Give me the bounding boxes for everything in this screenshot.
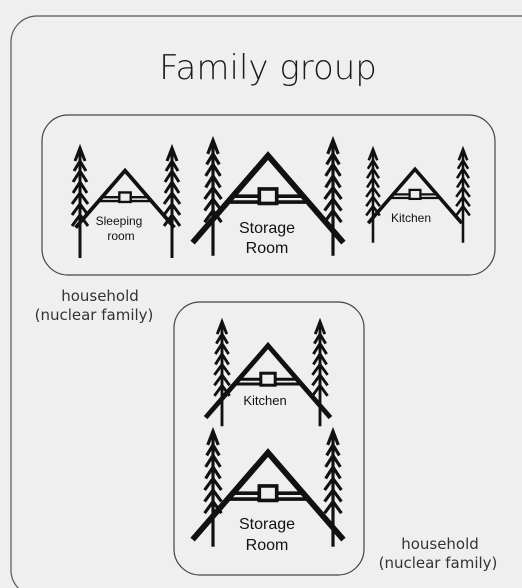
tree-icon bbox=[70, 146, 90, 260]
hut-label: room bbox=[107, 229, 134, 243]
tree-icon bbox=[203, 429, 223, 549]
dwelling-sleeping-room: Sleeping room bbox=[70, 146, 182, 260]
hut-label: Kitchen bbox=[243, 393, 286, 408]
household-1-frame bbox=[41, 114, 496, 276]
tree-icon bbox=[162, 146, 182, 260]
tree-icon bbox=[454, 147, 472, 245]
tree-icon bbox=[212, 320, 232, 428]
hut-label: Storage bbox=[239, 220, 295, 237]
dwelling-kitchen: Kitchen bbox=[364, 147, 472, 245]
household-2-frame bbox=[173, 301, 365, 576]
household-caption: (nuclear family) bbox=[35, 306, 154, 324]
dwelling-storage-room: Storage Room bbox=[193, 429, 344, 554]
tree-icon bbox=[203, 138, 223, 258]
hut-label: Storage bbox=[239, 516, 295, 533]
hut-label: Room bbox=[246, 537, 289, 554]
household-caption: household bbox=[61, 287, 139, 305]
page-title: Family group bbox=[159, 48, 377, 88]
dwelling-storage-room: Storage Room bbox=[193, 138, 344, 258]
household-caption: household bbox=[401, 535, 479, 553]
household-caption: (nuclear family) bbox=[379, 554, 498, 572]
family-group-frame bbox=[10, 15, 522, 588]
hut-label: Sleeping bbox=[96, 214, 143, 228]
hut-label: Room bbox=[246, 240, 289, 257]
hut-label: Kitchen bbox=[391, 211, 431, 225]
tree-icon bbox=[364, 147, 382, 245]
dwelling-kitchen: Kitchen bbox=[206, 320, 331, 428]
